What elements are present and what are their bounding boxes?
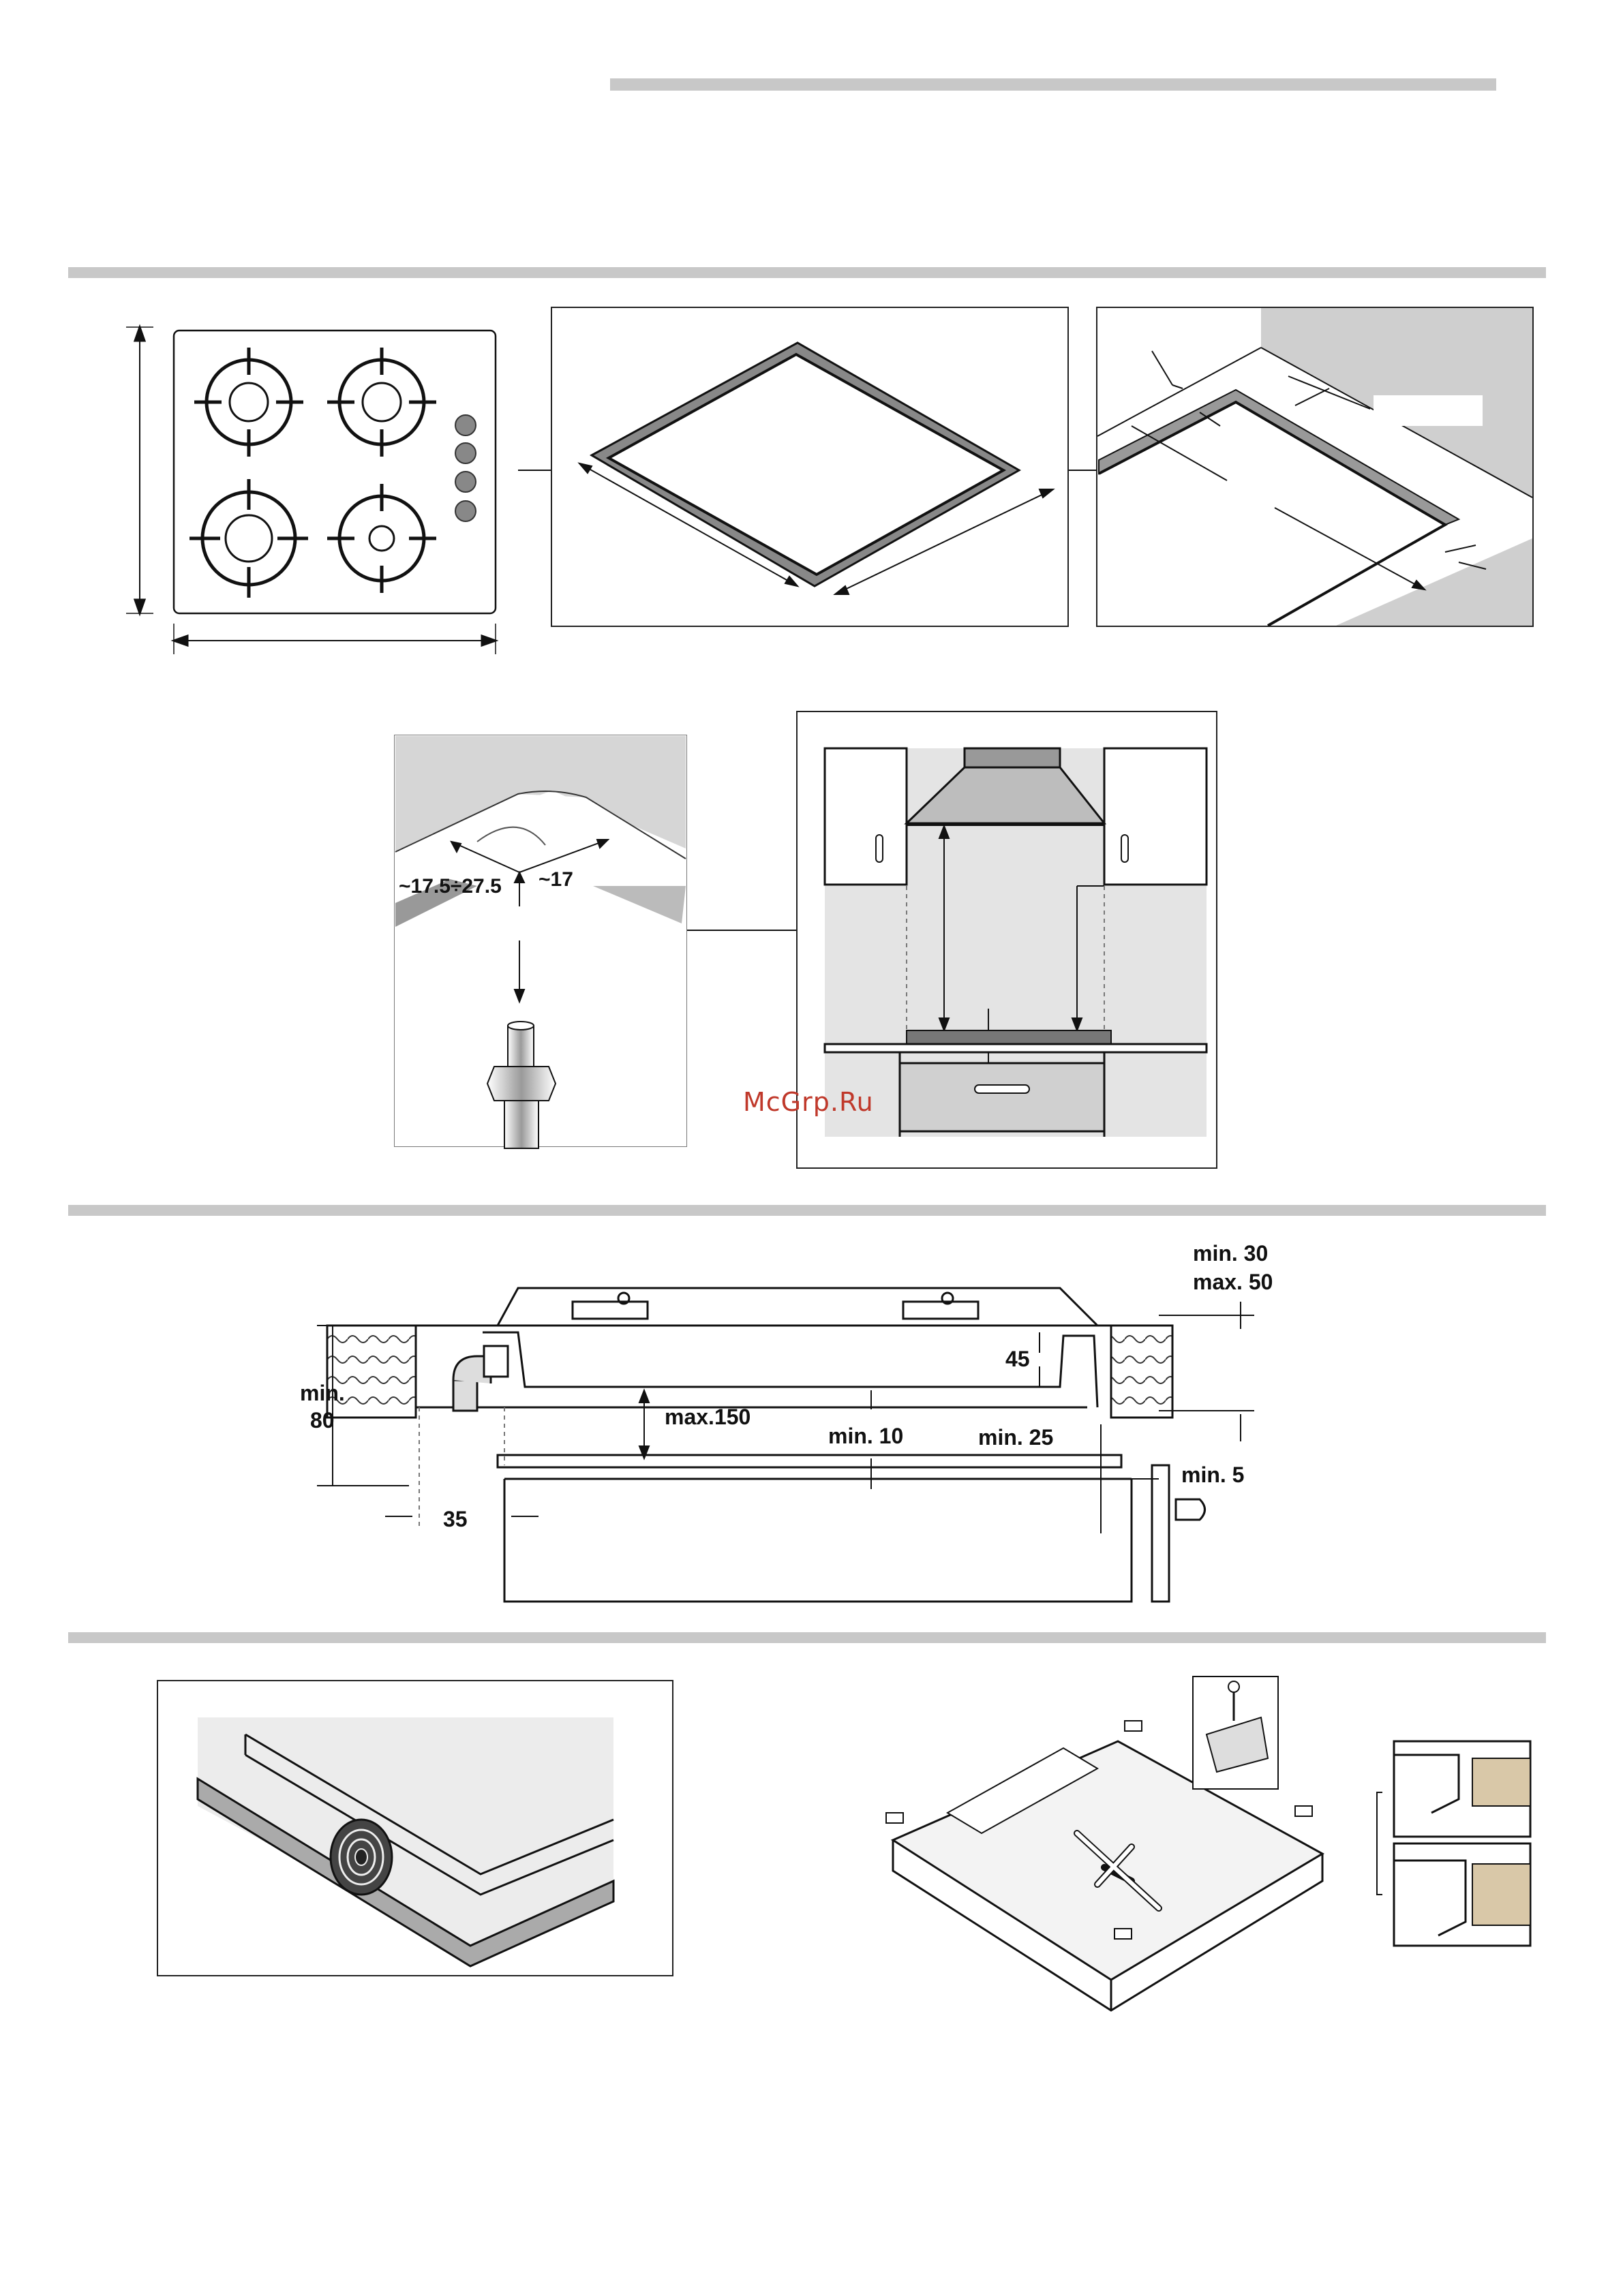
- watermark: McGrp.Ru: [743, 1087, 874, 1117]
- control-knobs: [455, 415, 476, 521]
- burner-bottom-right-icon: [327, 484, 436, 593]
- seal-application-panel: [157, 1680, 673, 1976]
- burner-top-right-icon: [327, 348, 436, 457]
- header-bar: [610, 78, 1496, 91]
- dim-min10: min. 10: [828, 1424, 903, 1448]
- burner-top-left-icon: [194, 348, 303, 457]
- dim-max150: max.150: [665, 1405, 750, 1429]
- burners: [189, 348, 436, 598]
- hob-outline: [174, 331, 496, 613]
- gas-connection-panel: [394, 735, 687, 1147]
- dim-min80-a: min.: [300, 1381, 345, 1405]
- dim-min25: min. 25: [978, 1425, 1053, 1450]
- dim-min5: min. 5: [1181, 1463, 1244, 1487]
- burner-bottom-left-icon: [189, 479, 308, 598]
- section-divider-3: [68, 1632, 1546, 1643]
- dim-45: 45: [1005, 1347, 1030, 1371]
- dim-min80-b: 80: [310, 1408, 335, 1433]
- dim-35: 35: [443, 1507, 468, 1531]
- knob-icon: [455, 415, 476, 435]
- seal-panel: [551, 307, 1069, 627]
- dim-max50: max. 50: [1193, 1270, 1273, 1294]
- section-divider-2: [68, 1205, 1546, 1216]
- dim-min30: min. 30: [1193, 1241, 1268, 1266]
- knob-icon: [455, 501, 476, 521]
- fixing-clips: [886, 1721, 1312, 1939]
- section-divider-1: [68, 267, 1546, 278]
- knob-icon: [455, 443, 476, 463]
- worktop-panel: [1096, 307, 1534, 627]
- knob-icon: [455, 472, 476, 492]
